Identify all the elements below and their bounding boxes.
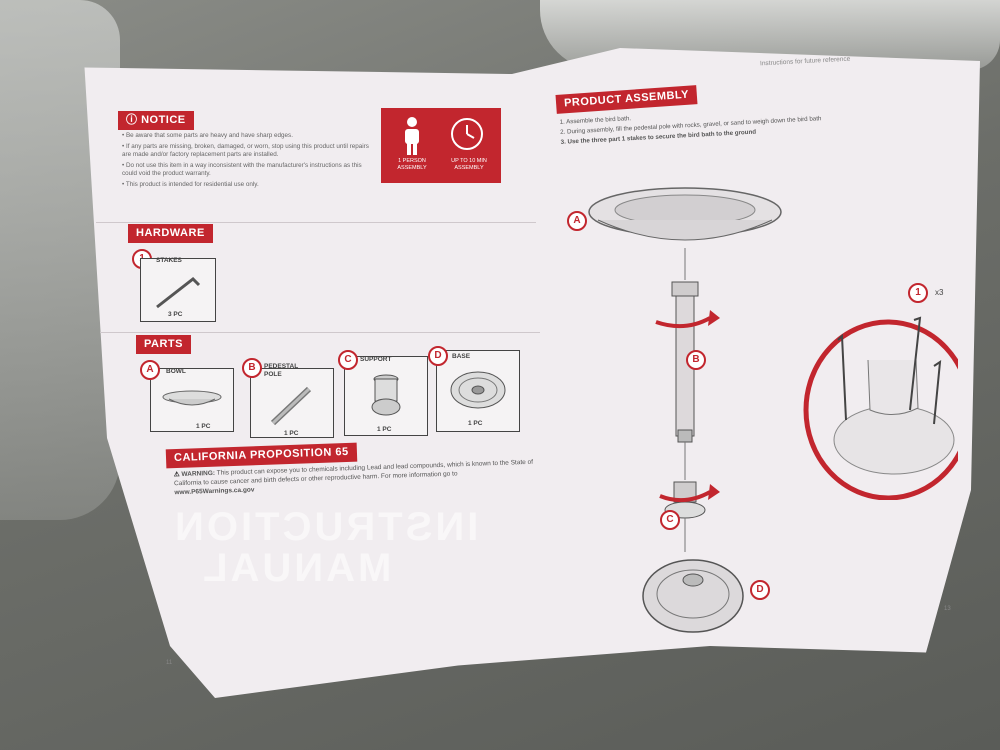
notice-header: ⓘ NOTICE [118, 111, 194, 130]
part-letter-b: B [242, 358, 262, 378]
part-qty: 1 PC [284, 430, 299, 437]
assembly-diagram [588, 187, 782, 633]
parts-header: PARTS [136, 335, 191, 354]
part-pole-box [250, 368, 334, 438]
watermark-line1: INSTRUCTION [172, 505, 479, 549]
part-letter-c: C [338, 350, 358, 370]
part-support-box [344, 356, 428, 436]
part-base-box [436, 350, 520, 432]
part-name: PEDESTAL POLE [264, 363, 299, 378]
support-icon [371, 374, 401, 416]
watermark-line2: MANUAL [200, 546, 392, 590]
list-item: • Be aware that some parts are heavy and… [122, 132, 293, 139]
time-label: UP TO 10 MIN ASSEMBLY [451, 158, 487, 171]
bowl-icon [162, 390, 222, 406]
part-letter-d: D [428, 346, 448, 366]
hardware-stakes-box [140, 258, 216, 322]
person-icon [405, 117, 419, 155]
divider [96, 222, 536, 223]
part-name: BOWL [166, 368, 186, 375]
list-item: • If any parts are missing, broken, dama… [122, 142, 369, 159]
stake-icon [156, 277, 201, 309]
hardware-qty: 3 PC [168, 311, 183, 318]
part-qty: 1 PC [468, 420, 483, 427]
part-letter-a: A [140, 360, 160, 380]
page-number-left: 11 [166, 660, 173, 666]
diagram-label-b: B [686, 350, 706, 370]
p65-link[interactable]: www.P65Warnings.ca.gov [174, 486, 255, 497]
pole-icon [270, 386, 312, 426]
notice-list: • Be aware that some parts are heavy and… [122, 132, 377, 191]
warning-icon: ⚠ [173, 471, 180, 479]
hardware-header: HARDWARE [128, 224, 213, 243]
divider [100, 332, 540, 333]
part-qty: 1 PC [377, 426, 392, 433]
hardware-name: STAKES [156, 257, 182, 264]
part-name: SUPPORT [360, 356, 392, 363]
diagram-label-d: D [750, 580, 770, 600]
callout-stake-number: 1 [908, 283, 928, 303]
assembly-info-box: 1 PERSON ASSEMBLY UP TO 10 MIN ASSEMBLY [381, 108, 501, 183]
person-label: 1 PERSON ASSEMBLY [397, 158, 427, 171]
list-item: • This product is intended for residenti… [122, 180, 259, 188]
clock-icon [451, 118, 483, 150]
part-name: BASE [452, 353, 471, 360]
warning-label: WARNING: [181, 469, 216, 479]
diagram-label-c: C [660, 510, 680, 530]
part-bowl-box [150, 368, 234, 432]
part-qty: 1 PC [196, 423, 211, 430]
callout-stake-qty: x3 [935, 288, 944, 297]
stake-detail-callout [803, 316, 958, 500]
list-item: • Do not use this item in a way inconsis… [122, 161, 362, 178]
info-icon: ⓘ [126, 114, 142, 126]
diagram-label-a: A [567, 211, 587, 231]
page-number-right: 13 [944, 606, 951, 612]
base-icon [450, 371, 506, 409]
